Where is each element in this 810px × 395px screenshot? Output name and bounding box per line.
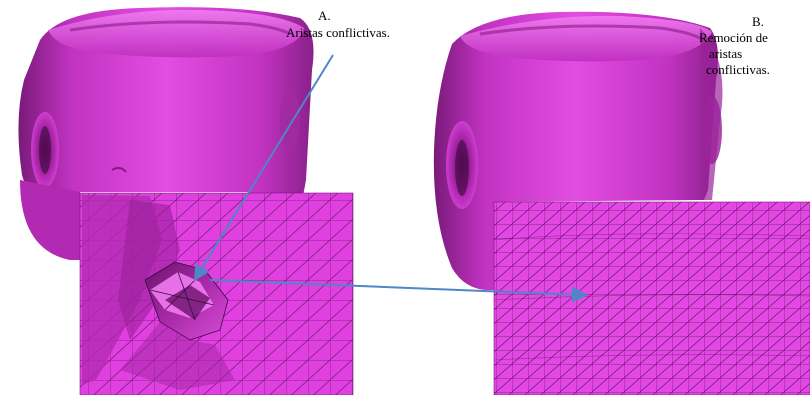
- panel-b-caption-line-2: aristas: [709, 46, 742, 61]
- panel-b-caption-line-1: Remoción de: [699, 30, 768, 45]
- mesh-inset-b: [494, 202, 810, 395]
- panel-b-caption-line-3: conflictivas.: [706, 62, 770, 77]
- panel-a-caption: Aristas conflictivas.: [286, 25, 390, 40]
- mesh-inset-a: [80, 193, 353, 395]
- panel-a-letter: A.: [318, 8, 331, 23]
- panel-b-letter: B.: [752, 14, 764, 29]
